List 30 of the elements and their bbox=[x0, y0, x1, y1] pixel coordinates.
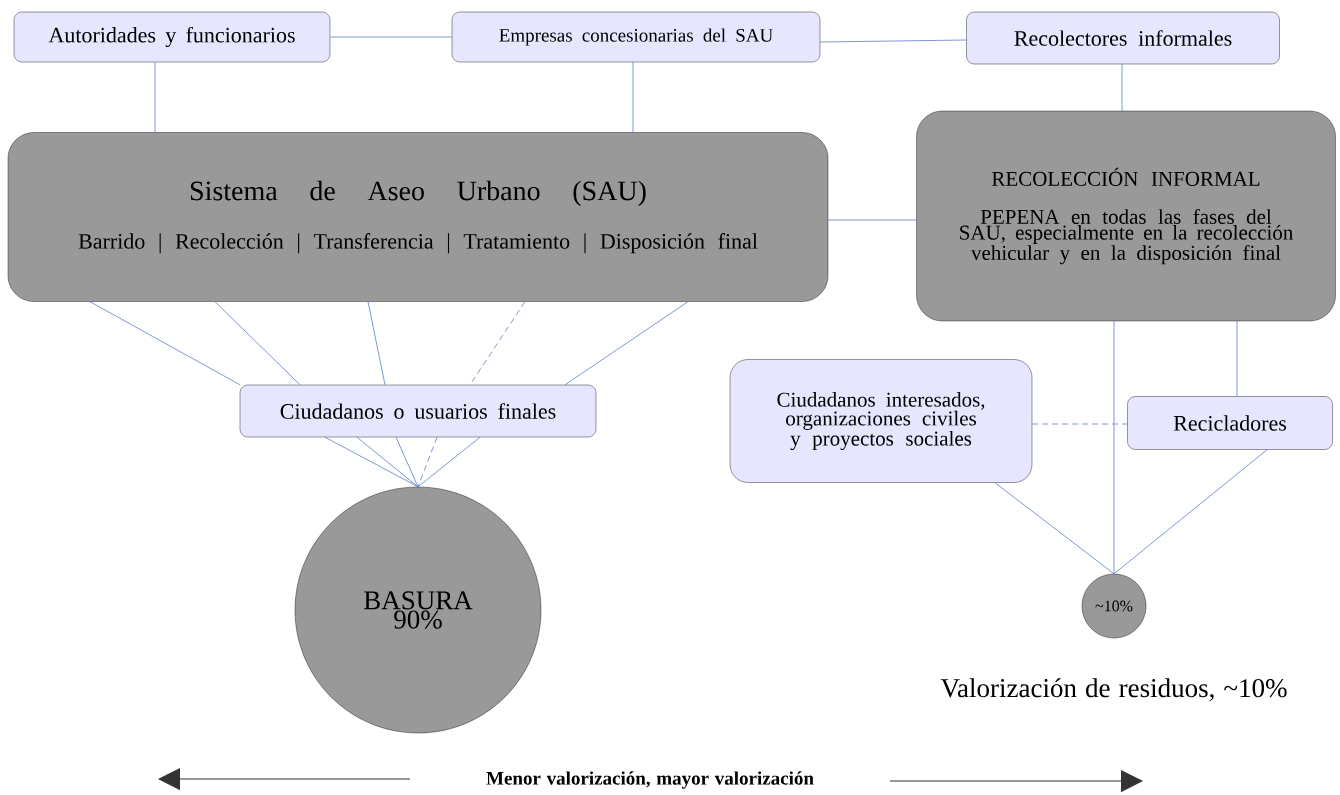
connector-line bbox=[324, 436, 419, 488]
axis-label: Menor valorización, mayor valorización bbox=[486, 771, 814, 789]
connector-line bbox=[827, 219, 917, 221]
system-box: RECOLECCIÓN INFORMAL PEPENA en todas las fases del SAU, especialmente en la recolección vehicular y en la disposición final bbox=[916, 110, 1336, 322]
connector-line bbox=[1031, 423, 1128, 425]
connector-line bbox=[214, 301, 301, 386]
stakeholder-box: Ciudadanos interesados, organizaciones civiles y proyectos sociales bbox=[729, 359, 1033, 483]
connector-line bbox=[356, 436, 419, 488]
connector-line bbox=[819, 39, 967, 43]
connector-line bbox=[632, 61, 634, 133]
connector-line bbox=[1121, 63, 1123, 112]
stakeholder-box: Autoridades y funcionarios bbox=[13, 11, 331, 63]
connector-line bbox=[395, 436, 419, 488]
connector-line bbox=[417, 436, 438, 488]
connector-line bbox=[89, 301, 241, 386]
connector-line bbox=[329, 36, 453, 38]
connector-line bbox=[1113, 320, 1115, 575]
stakeholder-box: Recolectores informales bbox=[966, 11, 1280, 65]
connector-line bbox=[994, 482, 1115, 575]
connector-line bbox=[417, 436, 481, 488]
connector-line bbox=[564, 301, 689, 386]
connector-line bbox=[1236, 320, 1238, 397]
connector-line bbox=[154, 61, 156, 133]
system-box: Sistema de Aseo Urbano (SAU) Barrido | Recolección | Transferencia | Tratamiento | Disposición final bbox=[7, 132, 829, 302]
connector-line bbox=[1113, 449, 1268, 575]
node-label: Valorización de residuos, ~10% bbox=[940, 678, 1287, 702]
connector-line bbox=[367, 301, 386, 386]
stakeholder-box: Recicladores bbox=[1127, 396, 1333, 450]
stakeholder-box: Empresas concesionarias del SAU bbox=[451, 11, 821, 63]
stakeholder-box: Ciudadanos o usuarios finales bbox=[239, 384, 597, 438]
